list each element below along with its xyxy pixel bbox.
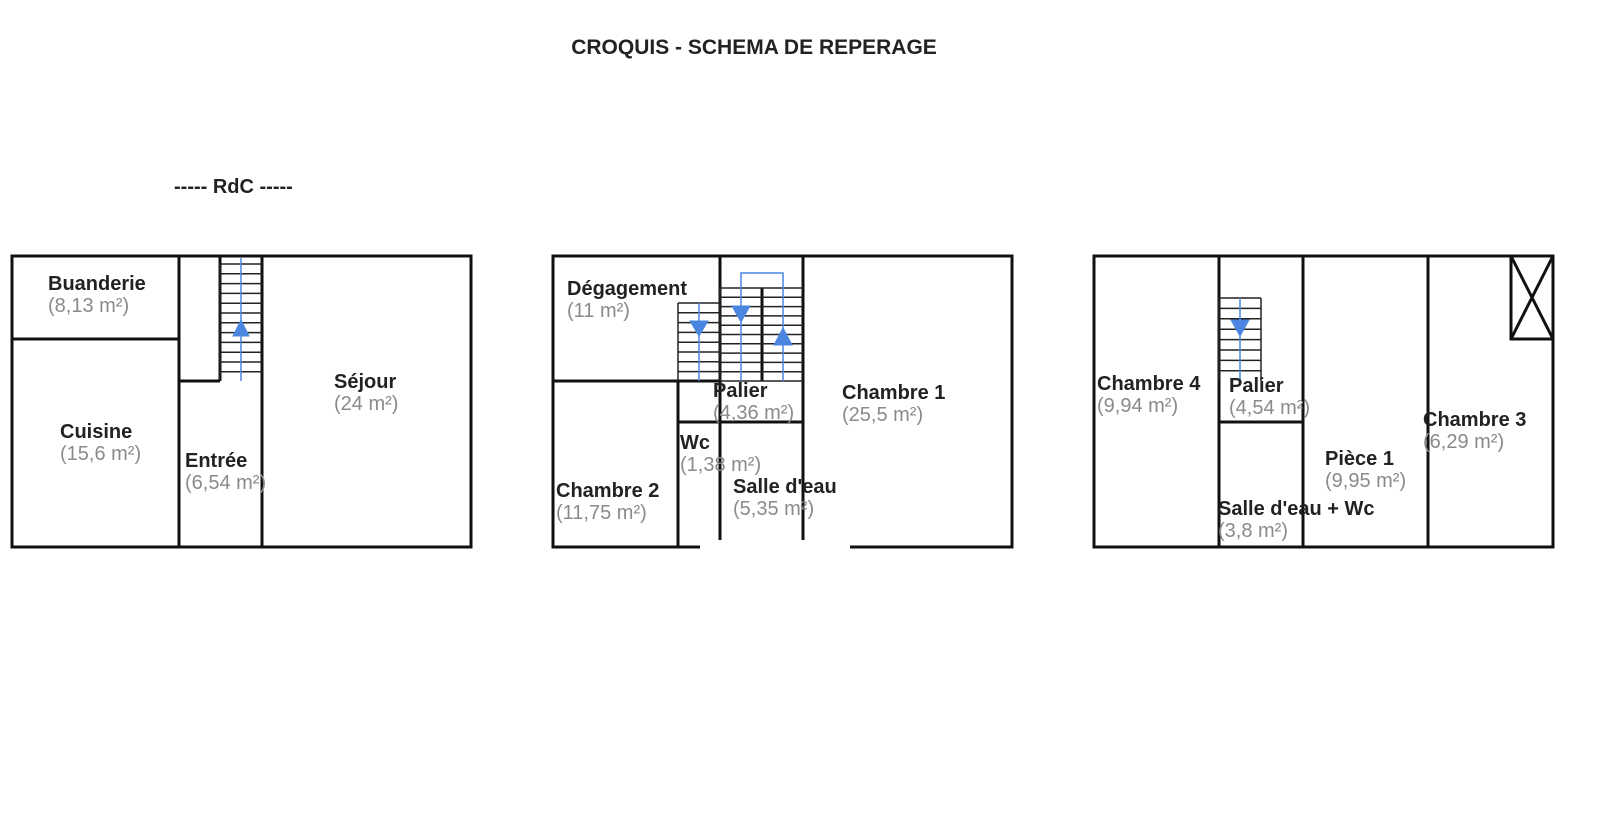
room-cuisine: Cuisine(15,6 m²) — [60, 421, 141, 465]
arrow-down-icon — [731, 305, 751, 324]
room-name: Chambre 1 — [842, 382, 946, 404]
room-area: (6,29 m²) — [1423, 431, 1505, 453]
room-area: (6,54 m²) — [185, 472, 267, 494]
room-name: Salle d'eau + Wc — [1218, 498, 1375, 520]
room-chambre-2: Chambre 2(11,75 m²) — [556, 480, 659, 524]
plan-1-outline — [10, 254, 473, 549]
room-area: (25,5 m²) — [842, 404, 924, 426]
room-sejour: Séjour(24 m²) — [334, 371, 398, 415]
room-area: (11,75 m²) — [556, 502, 647, 524]
room-buanderie: Buanderie(8,13 m²) — [48, 273, 146, 317]
room-name: Entrée — [185, 450, 248, 472]
room-palier-2: Palier(4,54 m²) — [1229, 375, 1310, 419]
room-name: Palier — [1229, 375, 1284, 397]
room-area: (1,38 m²) — [680, 454, 762, 476]
room-name: Pièce 1 — [1325, 448, 1394, 470]
stair-arrows — [232, 258, 1250, 381]
room-salle-d-eau-wc: Salle d'eau + Wc(3,8 m²) — [1218, 498, 1374, 542]
room-name: Chambre 3 — [1423, 409, 1527, 431]
room-name: Dégagement — [567, 278, 688, 300]
room-area: (3,8 m²) — [1218, 520, 1288, 542]
room-chambre-1: Chambre 1(25,5 m²) — [842, 382, 945, 426]
room-area: (8,13 m²) — [48, 295, 130, 317]
room-name: Wc — [680, 432, 710, 454]
room-wc: Wc(1,38 m²) — [680, 432, 761, 476]
room-name: Palier — [713, 380, 768, 402]
room-degagement: Dégagement(11 m²) — [567, 278, 687, 322]
mask — [700, 540, 850, 554]
room-piece-1: Pièce 1(9,95 m²) — [1325, 448, 1406, 492]
room-palier: Palier(4,36 m²) — [713, 380, 794, 424]
room-name: Séjour — [334, 371, 397, 393]
walls — [10, 254, 1555, 549]
room-salle-d-eau: Salle d'eau(5,35 m²) — [733, 476, 837, 520]
room-area: (4,36 m²) — [713, 402, 795, 424]
room-name: Cuisine — [60, 421, 133, 443]
room-chambre-3: Chambre 3(6,29 m²) — [1423, 409, 1526, 453]
room-area: (15,6 m²) — [60, 443, 142, 465]
level-label: ----- RdC ----- — [174, 176, 293, 198]
arrow-down-icon — [1230, 319, 1250, 338]
room-area: (11 m²) — [567, 300, 630, 322]
room-area: (9,95 m²) — [1325, 470, 1407, 492]
page-title: CROQUIS - SCHEMA DE REPERAGE — [571, 36, 937, 59]
room-name: Chambre 2 — [556, 480, 660, 502]
room-name: Buanderie — [48, 273, 146, 295]
room-area: (5,35 m²) — [733, 498, 815, 520]
duct-cross — [1509, 255, 1555, 340]
chimney-duct — [1509, 254, 1555, 341]
arrow-up-icon — [773, 326, 793, 346]
room-area: (9,94 m²) — [1097, 395, 1179, 417]
plan-3-outline — [1092, 254, 1555, 549]
room-area: (24 m²) — [334, 393, 399, 415]
room-name: Salle d'eau — [733, 476, 837, 498]
room-name: Chambre 4 — [1097, 373, 1201, 395]
arrow-up-icon — [232, 318, 250, 337]
room-entree: Entrée(6,54 m²) — [185, 450, 266, 494]
room-area: (4,54 m²) — [1229, 397, 1311, 419]
arrow-down-icon — [689, 320, 709, 337]
room-chambre-4: Chambre 4(9,94 m²) — [1097, 373, 1200, 417]
